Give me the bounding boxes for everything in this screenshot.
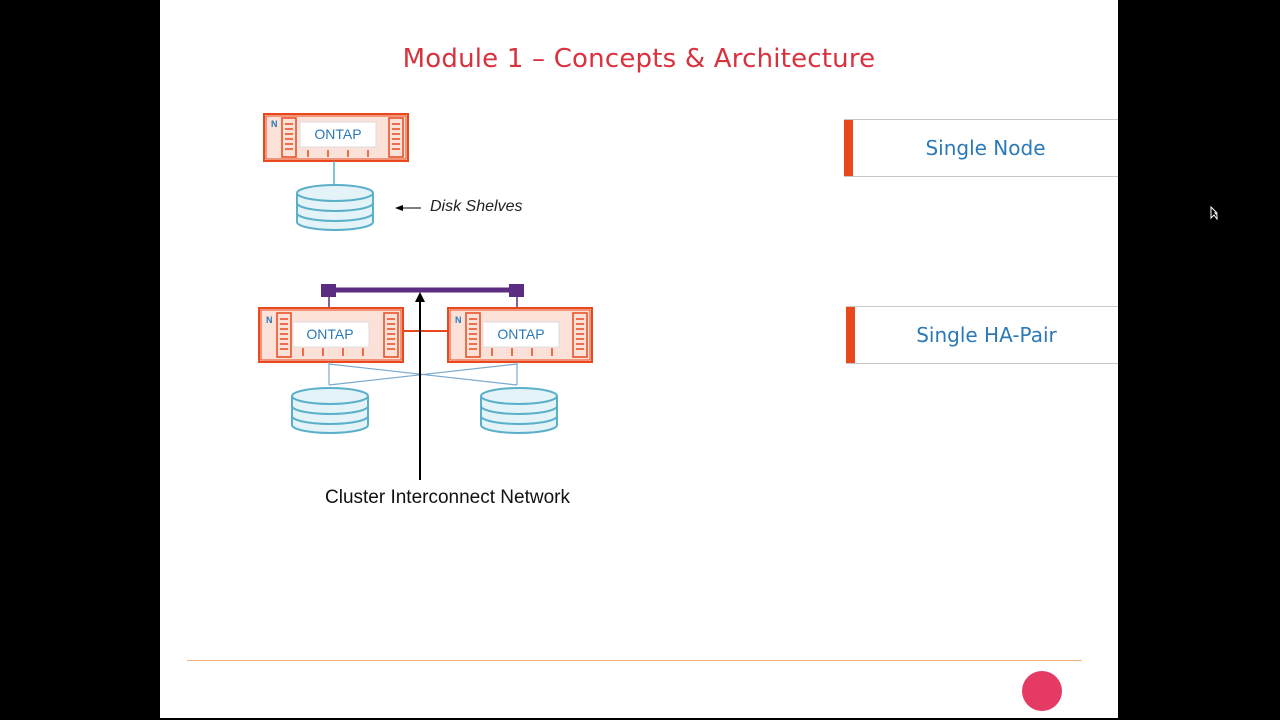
single-ha-pair-label: Single HA-Pair [846, 306, 1118, 364]
label-accent-bar [846, 307, 855, 363]
slide: Module 1 – Concepts & Architecture N ONT… [160, 0, 1118, 718]
label-accent-bar [844, 120, 853, 176]
mouse-cursor-icon [1210, 206, 1218, 220]
architecture-diagram: N ONTAP Disk Shelves [258, 113, 1054, 701]
slide-title: Module 1 – Concepts & Architecture [402, 44, 876, 74]
netapp-logo-icon: N [271, 119, 278, 129]
disk-shelf-icon [296, 184, 374, 231]
single-node-label: Single Node [844, 119, 1118, 177]
interconnect-label: Cluster Interconnect Network [325, 487, 570, 508]
ontap-label: ONTAP [306, 326, 353, 342]
controller-ha-right: N ONTAP [447, 307, 593, 363]
arrow-left-icon [395, 205, 421, 211]
arrow-up-icon [415, 292, 425, 480]
netapp-logo-icon: N [266, 315, 273, 325]
netapp-logo-icon: N [455, 315, 462, 325]
ontap-label: ONTAP [497, 326, 544, 342]
controller-ha-left: N ONTAP [258, 307, 404, 363]
play-logo-icon[interactable] [1022, 671, 1062, 711]
disk-shelf-icon [291, 387, 369, 434]
single-ha-pair-text: Single HA-Pair [916, 323, 1057, 347]
disk-shelves-label: Disk Shelves [430, 198, 522, 215]
controller-single-node: N ONTAP [263, 113, 409, 162]
single-node-text: Single Node [925, 136, 1046, 160]
footer-divider [187, 660, 1082, 661]
storage-links [328, 362, 518, 386]
disk-shelf-icon [480, 387, 558, 434]
ontap-label: ONTAP [314, 126, 361, 142]
